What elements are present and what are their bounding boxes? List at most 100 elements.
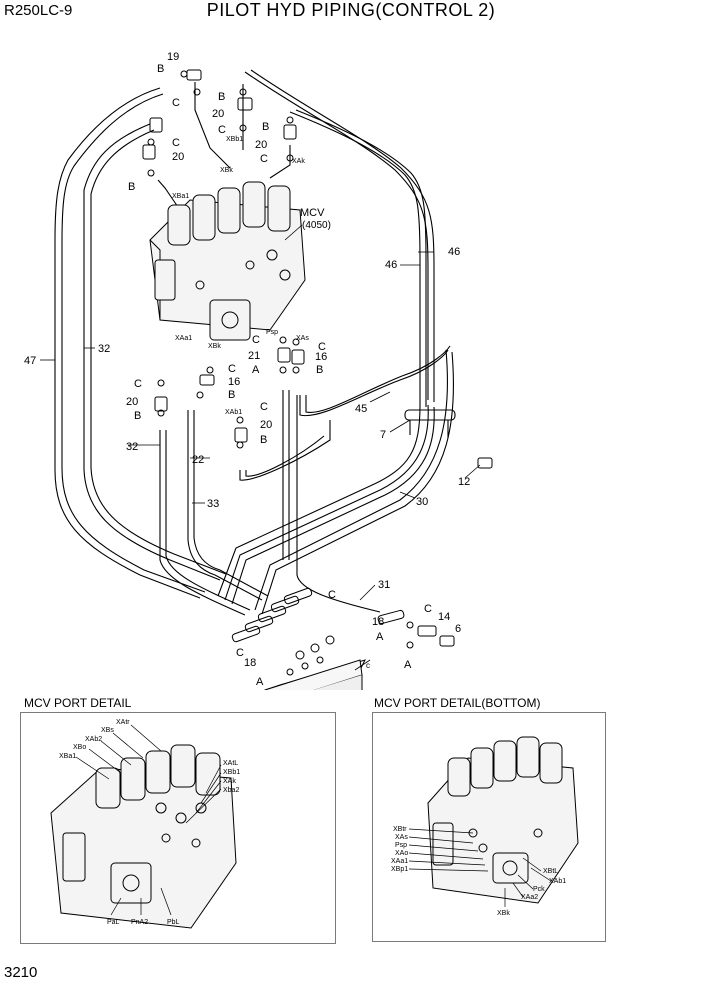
callout-20: 20 <box>172 151 184 163</box>
port-label: XAtL <box>223 760 238 767</box>
callout-18: 18 <box>372 616 384 628</box>
callout-c: C <box>228 363 236 375</box>
callout-20: 20 <box>255 139 267 151</box>
callout-c: C <box>260 153 268 165</box>
port-label: XAa1 <box>391 858 408 865</box>
page-title: PILOT HYD PIPING(CONTROL 2) <box>206 0 496 20</box>
callout-a: A <box>376 631 384 643</box>
callout-a: A <box>404 659 412 671</box>
port-psp: Psp <box>266 329 278 336</box>
callout-c: C <box>260 401 268 413</box>
hose-45 <box>299 349 449 417</box>
page-number: 3210 <box>4 964 38 981</box>
hose-46-c <box>289 111 421 405</box>
callout-c: C <box>172 97 180 109</box>
port-label: XBs <box>101 727 114 734</box>
block-label-c: c <box>366 661 370 670</box>
callout-b: B <box>228 389 235 401</box>
port-label: XAk <box>223 778 236 785</box>
callout-c: C <box>318 341 326 353</box>
callout-21: 21 <box>248 350 260 362</box>
callout-18: 18 <box>244 657 256 669</box>
callout-16: 16 <box>315 351 327 363</box>
callout-20: 20 <box>126 396 138 408</box>
port-label: XBb1 <box>223 769 240 776</box>
callout-32: 32 <box>126 441 138 453</box>
o-rings <box>147 70 300 449</box>
callout-20: 20 <box>260 419 272 431</box>
callout-16: 16 <box>228 376 240 388</box>
callout-a: A <box>252 364 260 376</box>
port-xaa1: XAa1 <box>175 335 192 342</box>
callout-14: 14 <box>438 611 450 623</box>
port-xbk-2: XBk <box>208 343 221 350</box>
port-xab1: XAb1 <box>225 409 242 416</box>
port-label: PbL <box>167 919 180 926</box>
callout-b: B <box>260 434 267 446</box>
hose-46 <box>244 71 429 400</box>
callout-46: 46 <box>448 246 460 258</box>
port-label: XBtL <box>543 868 558 875</box>
hose-46-d <box>295 109 427 407</box>
hose-30 <box>224 404 429 601</box>
port-label: Pck <box>533 886 545 893</box>
callout-b: B <box>128 181 135 193</box>
callout-c: C <box>328 589 336 601</box>
port-label: XBk <box>497 910 510 917</box>
callout-c: C <box>252 334 260 346</box>
port-label: XBp1 <box>391 866 408 873</box>
mcv-port-detail-bottom-box: XBtr XAs Psp XAo XAa1 XBp1 XBtL XAb1 Pck… <box>372 712 606 942</box>
callout-b: B <box>157 63 164 75</box>
callout-30: 30 <box>416 496 428 508</box>
callout-c: C <box>134 378 142 390</box>
port-xas: XAs <box>296 335 309 342</box>
port-label: XAa2 <box>521 894 538 901</box>
callout-c: C <box>424 603 432 615</box>
hose-32 <box>83 123 221 581</box>
callout-a: A <box>256 676 264 688</box>
hose-22 <box>239 420 331 481</box>
port-xbk: XBk <box>220 167 233 174</box>
pilot-piping-diagram: MCV (4050) 19 B C B 20 C B 20 C C 20 B X… <box>24 51 493 690</box>
port-label: XAs <box>395 834 408 841</box>
port-label: XBtr <box>393 826 407 833</box>
mcv-port-detail-bottom-drawing: XBtr XAs Psp XAo XAa1 XBp1 XBtL XAb1 Pck… <box>391 736 579 917</box>
mcv-part-label: (4050) <box>302 220 331 231</box>
hose-46-b <box>250 69 435 402</box>
callout-45: 45 <box>355 403 367 415</box>
port-xba1: XBa1 <box>172 193 189 200</box>
port-label: Xba2 <box>223 787 239 794</box>
callout-47: 47 <box>24 355 36 367</box>
callout-c: C <box>172 137 180 149</box>
callout-12: 12 <box>458 476 470 488</box>
callout-b: B <box>316 364 323 376</box>
hose-47-b <box>61 93 206 593</box>
port-label: XAb2 <box>85 736 102 743</box>
callout-46: 46 <box>385 259 397 271</box>
callout-33: 33 <box>207 498 219 510</box>
callout-6: 6 <box>455 623 461 635</box>
port-label: PnA2 <box>131 919 148 926</box>
port-label: XAb1 <box>549 878 566 885</box>
port-xak: XAk <box>292 158 305 165</box>
callout-7: 7 <box>380 429 386 441</box>
mcv-label: MCV <box>300 207 325 219</box>
port-label: Psp <box>395 842 407 849</box>
port-label: XAo <box>395 850 408 857</box>
hose-33 <box>187 410 263 601</box>
callout-c: C <box>218 124 226 136</box>
hose-end-fittings <box>231 587 405 643</box>
port-label: XAtr <box>116 719 130 726</box>
mcv-valve-body <box>149 181 306 341</box>
callout-19: 19 <box>167 51 179 63</box>
callout-b: B <box>134 410 141 422</box>
detail-title-right: MCV PORT DETAIL(BOTTOM) <box>374 696 541 710</box>
port-xbb1: XBb1 <box>226 136 243 143</box>
detail-title-left: MCV PORT DETAIL <box>24 696 132 710</box>
callout-b: B <box>218 91 225 103</box>
callout-20: 20 <box>212 108 224 120</box>
hose-47 <box>54 87 201 599</box>
callout-31: 31 <box>378 579 390 591</box>
port-label: XBa1 <box>59 753 76 760</box>
port-label: PaL <box>107 919 120 926</box>
